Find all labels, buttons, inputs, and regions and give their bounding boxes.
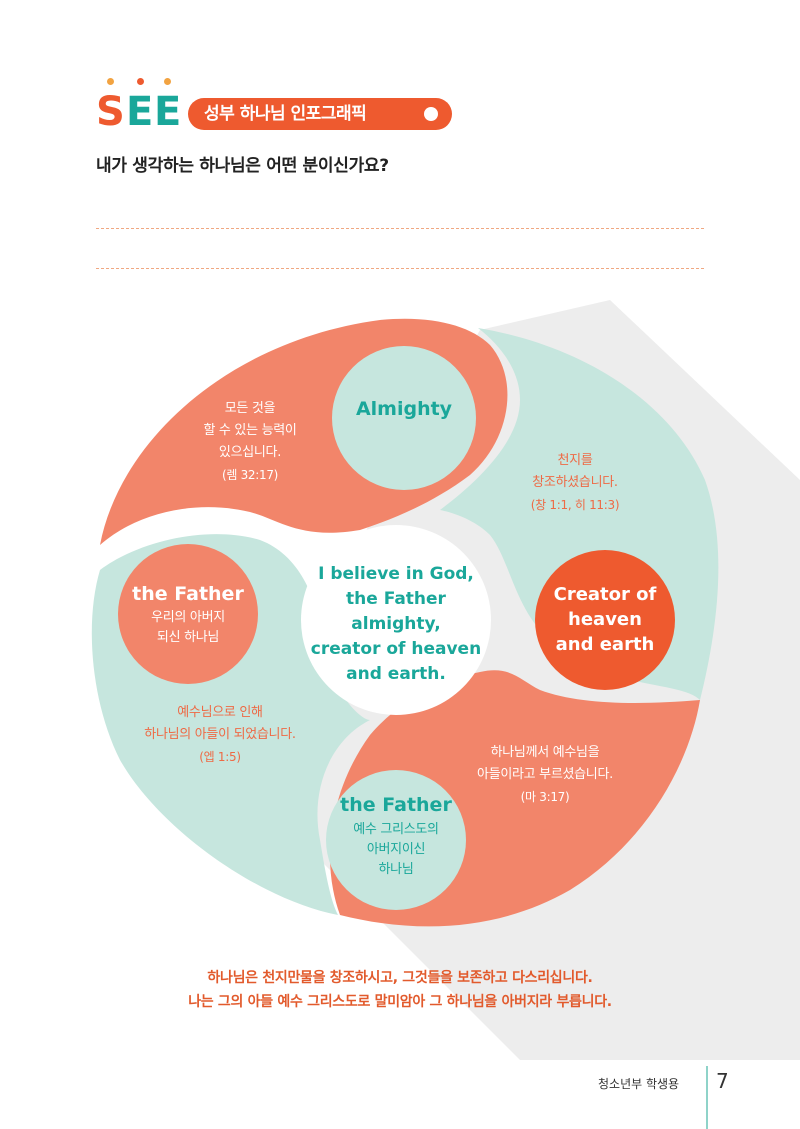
father-bottom-description: 하나님께서 예수님을 아들이라고 부르셨습니다. (마 3:17) (455, 742, 635, 808)
father-left-subtitle: 우리의 아버지 되신 하나님 (118, 608, 258, 648)
creator-description: 천지를 창조하셨습니다. (창 1:1, 히 11:3) (505, 450, 645, 516)
question-text: 내가 생각하는 하나님은 어떤 분이신가요? (96, 156, 389, 176)
center-line: I believe in God, (318, 564, 474, 584)
father-bottom-desc-line: 하나님께서 예수님을 (490, 745, 600, 760)
center-line: almighty, (351, 614, 441, 634)
creator-title: Creator of heaven and earth (535, 582, 675, 657)
logo-dot (107, 78, 114, 85)
summary-note: 하나님은 천지만물을 창조하시고, 그것들을 보존하고 다스리십니다. 나는 그… (0, 966, 800, 1014)
father-bottom-sub-line: 하나님 (378, 862, 414, 877)
center-statement: I believe in God, the Father almighty, c… (301, 562, 491, 687)
creator-title-line: and earth (555, 634, 655, 655)
almighty-title: Almighty (355, 398, 453, 420)
creator-title-line: Creator of (553, 584, 657, 605)
father-bottom-ref: (마 3:17) (520, 790, 570, 804)
father-bottom-circle (326, 770, 466, 910)
answer-line-1 (96, 228, 704, 229)
pill-dot-icon (424, 107, 438, 121)
almighty-desc-line: 할 수 있는 능력이 (203, 423, 297, 438)
father-bottom-sub-line: 예수 그리스도의 (353, 822, 439, 837)
father-bottom-subtitle: 예수 그리스도의 아버지이신 하나님 (326, 820, 466, 880)
logo-dot (164, 78, 171, 85)
center-line: and earth. (346, 664, 446, 684)
almighty-ref: (렘 32:17) (221, 468, 279, 482)
almighty-desc-line: 있으십니다. (218, 445, 282, 460)
summary-line: 하나님은 천지만물을 창조하시고, 그것들을 보존하고 다스리십니다. (207, 970, 593, 986)
almighty-description: 모든 것을 할 수 있는 능력이 있으십니다. (렘 32:17) (180, 398, 320, 486)
father-left-title: the Father (132, 583, 244, 605)
father-bottom-desc-line: 아들이라고 부르셨습니다. (477, 767, 613, 782)
almighty-desc-line: 모든 것을 (224, 401, 276, 416)
logo-dot (137, 78, 144, 85)
father-left-sub-line: 되신 하나님 (156, 630, 220, 645)
page-divider (706, 1066, 708, 1129)
father-left-desc-line: 예수님으로 인해 (177, 705, 263, 720)
page-number: 7 (716, 1069, 729, 1093)
section-title: 성부 하나님 인포그래픽 (204, 104, 367, 124)
creator-ref: (창 1:1, 히 11:3) (530, 498, 620, 512)
section-title-pill: 성부 하나님 인포그래픽 (188, 98, 452, 130)
creator-desc-line: 천지를 (557, 453, 593, 468)
center-line: creator of heaven (310, 639, 482, 659)
creator-title-line: heaven (568, 609, 642, 630)
answer-line-2 (96, 268, 704, 269)
book-label: 청소년부 학생용 (598, 1077, 680, 1091)
father-left-sub-line: 우리의 아버지 (151, 610, 225, 625)
center-line: the Father (346, 589, 446, 609)
father-left-ref: (엡 1:5) (199, 750, 241, 764)
creator-desc-line: 창조하셨습니다. (532, 475, 618, 490)
creator-circle (535, 550, 675, 690)
center-circle (301, 525, 491, 715)
almighty-circle (332, 346, 476, 490)
see-logo: S E E (96, 78, 186, 134)
logo-letter-e2: E (154, 89, 182, 135)
logo-letter-s: S (96, 89, 125, 135)
logo-letter-e: E (126, 89, 154, 135)
father-bottom-sub-line: 아버지이신 (366, 842, 426, 857)
summary-line: 나는 그의 아들 예수 그리스도로 말미암아 그 하나님을 아버지라 부릅니다. (188, 994, 612, 1010)
father-bottom-title: the Father (340, 794, 452, 816)
father-left-description: 예수님으로 인해 하나님의 아들이 되었습니다. (엡 1:5) (130, 702, 310, 768)
father-left-circle (118, 544, 258, 684)
father-left-desc-line: 하나님의 아들이 되었습니다. (144, 727, 296, 742)
